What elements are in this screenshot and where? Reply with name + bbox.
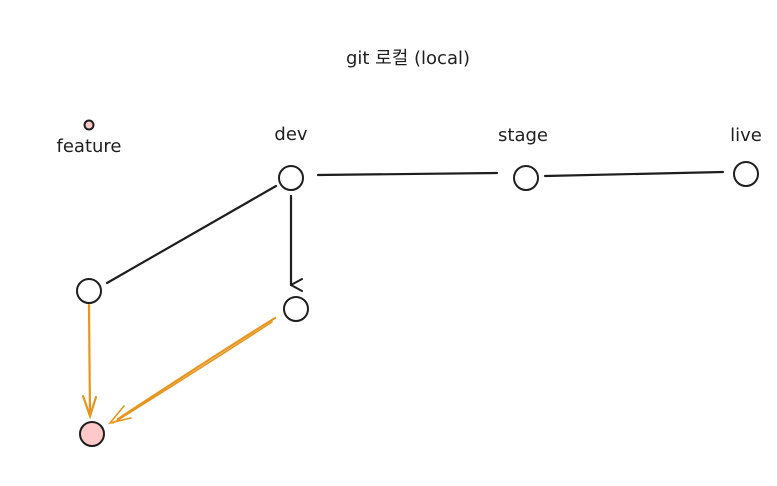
merge-node (79, 421, 105, 447)
commit-node-stage (513, 165, 539, 191)
commit-node-dev (278, 165, 304, 191)
merge-arrow-right (107, 316, 277, 425)
label-dev: dev (274, 124, 308, 145)
commit-node-feature (76, 278, 102, 304)
feature-start-dot (83, 119, 95, 131)
diagram-title: git 로컬 (local) (346, 48, 470, 69)
commit-node-dev-child (283, 296, 309, 322)
label-feature: feature (57, 136, 122, 157)
merge-arrow-left (81, 303, 98, 420)
edge-stage-live (543, 170, 725, 178)
label-stage: stage (498, 125, 548, 146)
edge-dev-stage (316, 171, 499, 177)
commit-node-live (733, 161, 759, 187)
edge-dev-feature-commit (105, 184, 278, 285)
label-live: live (730, 125, 762, 146)
